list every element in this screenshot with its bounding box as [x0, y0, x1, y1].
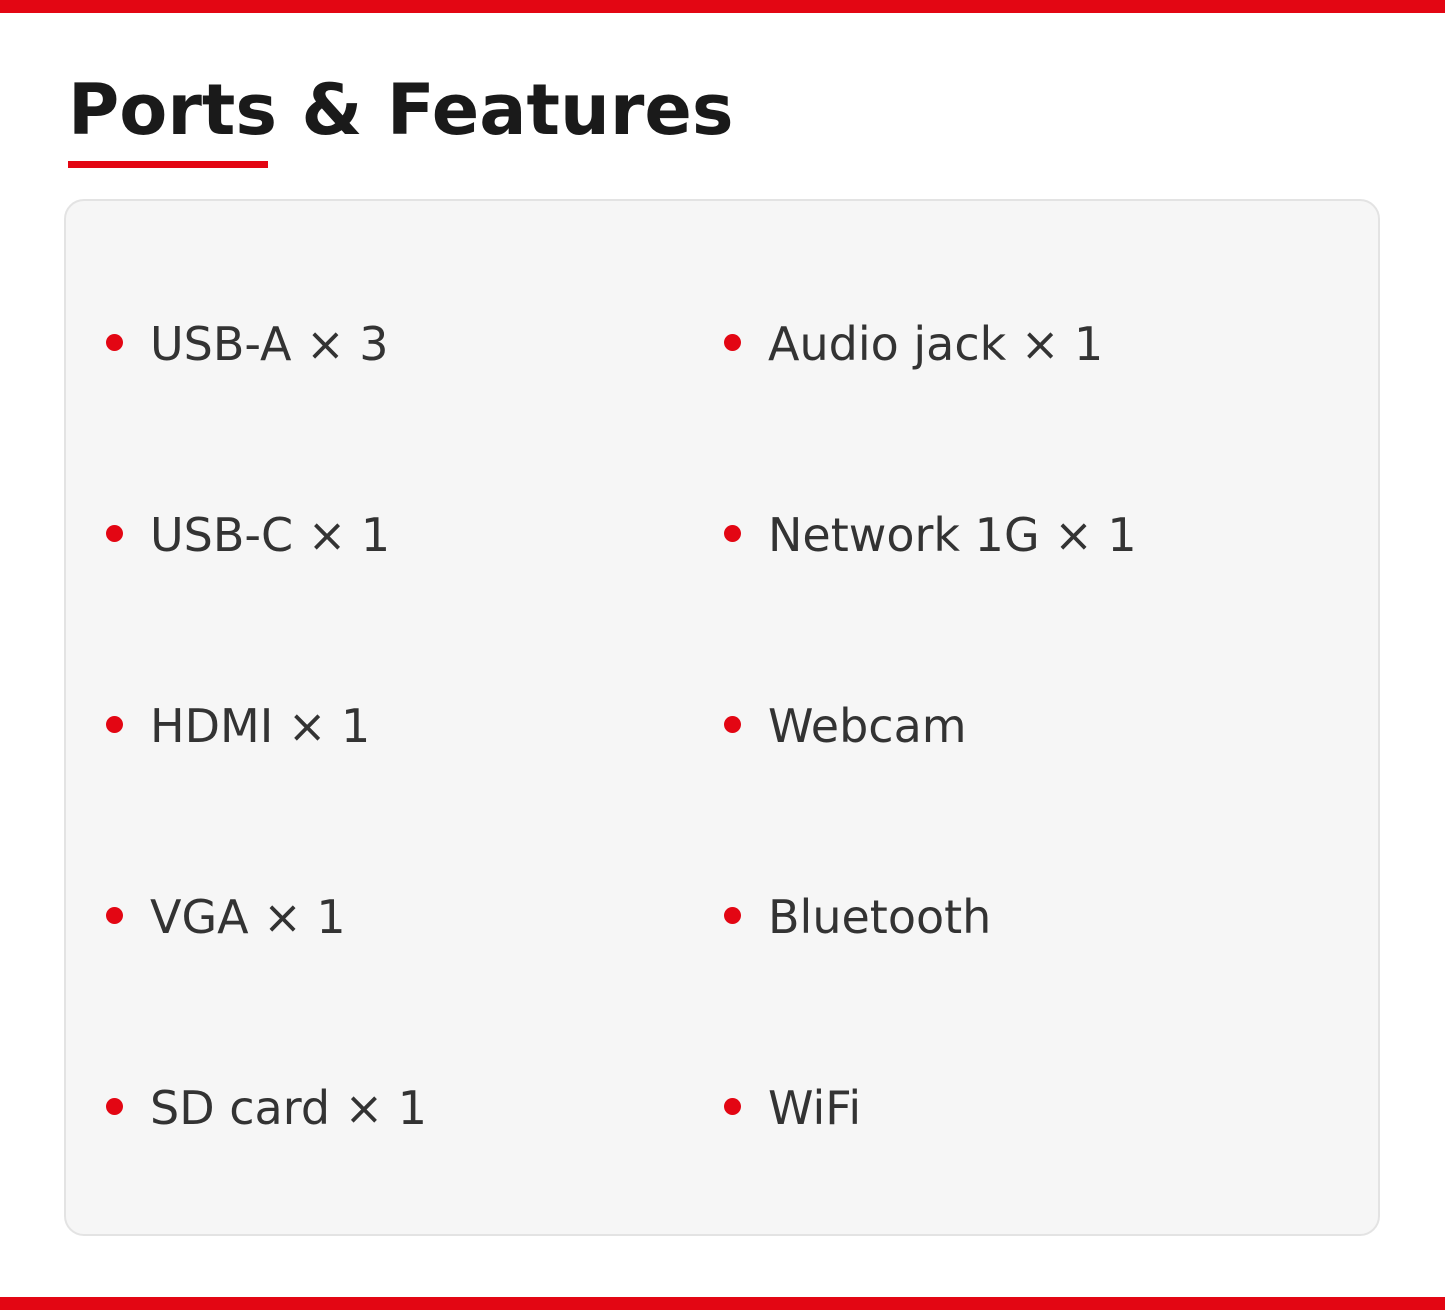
feature-label: HDMI × 1: [150, 699, 371, 753]
bullet-dot-icon: [106, 907, 123, 924]
feature-label: Audio jack × 1: [768, 317, 1104, 371]
features-panel: USB-A × 3 USB-C × 1 HDMI × 1 VGA × 1 SD …: [64, 199, 1380, 1236]
bottom-accent-bar: [0, 1297, 1445, 1310]
bullet-dot-icon: [724, 907, 741, 924]
title-underline: [68, 161, 268, 168]
bullet-dot-icon: [106, 1098, 123, 1115]
feature-label: Network 1G × 1: [768, 508, 1137, 562]
feature-label: SD card × 1: [150, 1081, 428, 1135]
page-title: Ports & Features: [68, 69, 734, 151]
bullet-dot-icon: [724, 716, 741, 733]
bullet-dot-icon: [724, 1098, 741, 1115]
feature-label: WiFi: [768, 1081, 862, 1135]
bullet-dot-icon: [106, 334, 123, 351]
feature-label: Bluetooth: [768, 890, 992, 944]
top-accent-bar: [0, 0, 1445, 13]
feature-label: VGA × 1: [150, 890, 346, 944]
bullet-dot-icon: [106, 525, 123, 542]
feature-label: Webcam: [768, 699, 967, 753]
feature-label: USB-A × 3: [150, 317, 389, 371]
bullet-dot-icon: [106, 716, 123, 733]
bullet-dot-icon: [724, 334, 741, 351]
feature-label: USB-C × 1: [150, 508, 391, 562]
bullet-dot-icon: [724, 525, 741, 542]
